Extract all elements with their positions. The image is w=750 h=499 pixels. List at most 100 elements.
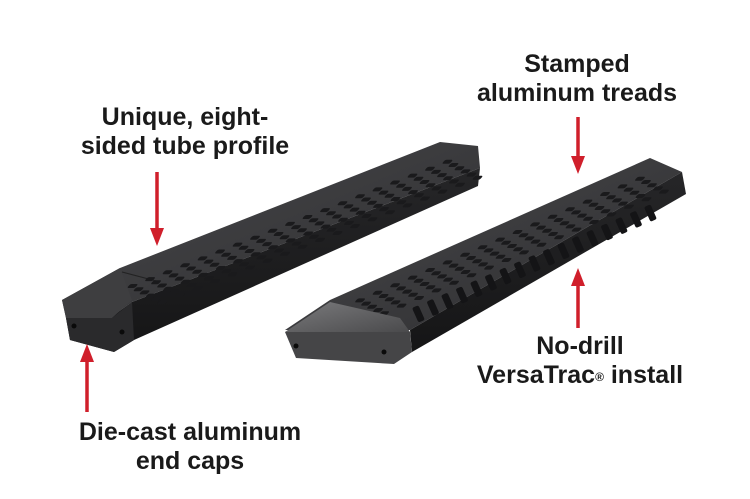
tread-hole: [635, 194, 646, 198]
tread-hole: [425, 166, 435, 171]
tread-hole: [390, 197, 401, 201]
callout-treads-line2: aluminum treads: [476, 79, 678, 107]
tread-hole: [308, 218, 319, 223]
right-tread-slots: [412, 204, 657, 322]
arrow-install: [571, 268, 585, 328]
tread-slot: [485, 274, 497, 291]
tread-hole: [180, 279, 191, 284]
tread-hole: [127, 284, 138, 288]
tread-hole: [302, 215, 313, 219]
tread-hole: [623, 187, 634, 192]
tread-hole: [548, 232, 558, 236]
tread-hole: [280, 251, 290, 256]
tread-hole: [518, 233, 529, 238]
tread-hole: [145, 293, 156, 298]
tread-hole: [408, 190, 418, 195]
tread-hole: [501, 240, 511, 245]
tread-hole: [536, 242, 547, 247]
tread-slot: [456, 286, 468, 304]
tread-hole: [232, 242, 243, 247]
tread-hole: [338, 217, 348, 222]
tread-hole: [361, 197, 371, 202]
tread-hole: [419, 180, 430, 184]
tread-hole: [378, 190, 389, 195]
tread-hole: [373, 308, 383, 312]
left-tread-pattern: [127, 159, 483, 304]
tread-hole: [367, 217, 378, 222]
tread-hole: [448, 163, 459, 167]
tread-hole: [157, 283, 167, 288]
tread-hole: [402, 186, 412, 191]
tread-hole: [588, 202, 599, 207]
tread-slot: [514, 261, 526, 278]
tread-hole: [472, 259, 482, 264]
tread-hole: [408, 292, 418, 297]
tread-hole: [221, 269, 232, 274]
tread-hole: [203, 259, 214, 264]
callout-install-line2: VersaTrac® install: [445, 361, 715, 390]
tread-slot: [528, 255, 541, 272]
tread-hole: [332, 214, 342, 219]
tread-hole: [175, 293, 185, 298]
tread-hole: [582, 199, 593, 204]
tread-hole: [618, 201, 628, 206]
tread-hole: [653, 186, 663, 191]
tread-hole: [238, 245, 249, 250]
tread-hole: [215, 249, 225, 254]
tread-hole: [577, 213, 587, 218]
tread-hole: [402, 203, 413, 208]
tread-slot: [601, 223, 613, 241]
tread-hole: [355, 210, 366, 215]
tread-hole: [437, 274, 447, 279]
tread-slot: [543, 249, 555, 266]
tread-hole: [262, 258, 273, 263]
right-tread-pattern: [337, 176, 669, 323]
tread-hole: [565, 207, 575, 212]
tread-hole: [425, 268, 435, 272]
callout-end-caps-line1: Die-cast aluminum: [78, 418, 302, 446]
tread-hole: [285, 221, 295, 226]
tread-hole: [478, 262, 488, 267]
tread-hole: [396, 303, 407, 308]
tread-hole: [396, 200, 407, 205]
tread-hole: [606, 195, 616, 200]
tread-slot: [586, 230, 599, 247]
tread-hole: [507, 244, 517, 248]
right-running-board: [285, 158, 686, 364]
tread-hole: [227, 272, 238, 277]
tread-hole: [624, 204, 634, 209]
tread-hole: [513, 247, 523, 252]
tread-hole: [367, 304, 377, 309]
tread-hole: [407, 275, 418, 280]
tread-hole: [425, 285, 436, 290]
tread-hole: [647, 183, 657, 188]
right-end-cap: [285, 302, 412, 364]
left-running-board: [62, 142, 483, 352]
tread-hole: [210, 279, 220, 284]
registered-mark: ®: [595, 370, 604, 384]
tread-hole: [315, 237, 325, 242]
arrow-tube-profile: [150, 172, 164, 246]
tread-hole: [449, 280, 459, 285]
tread-hole: [414, 296, 424, 300]
tread-hole: [215, 266, 226, 270]
tread-hole: [221, 252, 231, 257]
tread-hole: [396, 286, 406, 291]
callout-tube-profile-line1: Unique, eight-: [101, 103, 269, 131]
tread-hole: [524, 236, 535, 241]
tread-hole: [641, 180, 651, 184]
tread-hole: [460, 270, 471, 274]
tread-hole: [390, 283, 400, 288]
tread-hole: [204, 276, 214, 281]
tread-hole: [565, 224, 576, 229]
tread-hole: [390, 300, 401, 305]
tread-hole: [285, 238, 296, 243]
tread-hole: [519, 250, 529, 255]
tread-hole: [250, 252, 261, 257]
tread-hole: [554, 235, 564, 240]
tread-hole: [396, 183, 406, 188]
tread-hole: [536, 225, 546, 230]
tread-hole: [320, 224, 331, 229]
tread-hole: [419, 282, 430, 286]
